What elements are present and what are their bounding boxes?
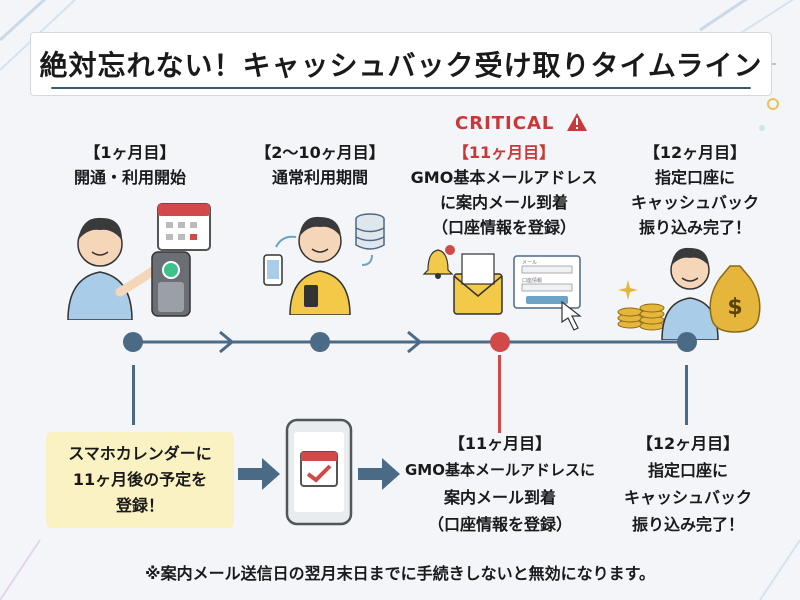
- timeline-node-4: [677, 332, 697, 352]
- person-icon: [661, 247, 719, 340]
- reminder-line-1: スマホカレンダーに: [68, 444, 212, 463]
- footnote: ※案内メール送信日の翌月末日までに手続きしないと無効になります。: [145, 564, 655, 583]
- stage-3-desc-3: （口座情報を登録）: [431, 218, 576, 237]
- bottom-step-12-desc-1: 指定口座に: [647, 461, 728, 480]
- person-router-illustration: [67, 203, 211, 320]
- router-icon: [151, 251, 191, 317]
- timeline-arrow-1: [219, 330, 235, 354]
- currency-symbol: $: [727, 295, 742, 320]
- critical-label: CRITICAL: [455, 113, 555, 134]
- calendar-check-icon: [300, 451, 338, 487]
- cursor-hand-icon: [561, 300, 582, 331]
- person-icon: [67, 217, 159, 320]
- flow-arrow-2: [358, 458, 400, 490]
- title-box: 絶対忘れない！キャッシュバック受け取りタイムライン: [30, 32, 772, 96]
- login-form-icon: メール 口座情報: [513, 255, 581, 309]
- stage-2: 【2〜10ヶ月目】 通常利用期間: [225, 140, 415, 190]
- calendar-reminder-box: スマホカレンダーに 11ヶ月後の予定を 登録！: [46, 432, 234, 528]
- bottom-step-12: 【12ヶ月目】 指定口座に キャッシュバック 振り込み完了！: [598, 430, 778, 538]
- bottom-step-11-desc-3: （口座情報を登録）: [427, 515, 572, 534]
- title-underline: [51, 87, 751, 89]
- reminder-line-2: 11ヶ月後の予定を: [72, 470, 208, 489]
- database-icon: [355, 213, 385, 250]
- reminder-line-3: 登録！: [115, 496, 164, 515]
- stage-3: 【11ヶ月目】 GMO基本メールアドレス に案内メール到着 （口座情報を登録）: [400, 140, 608, 240]
- bottom-step-12-desc-2: キャッシュバック: [623, 488, 752, 507]
- stage-3-desc-1: GMO基本メールアドレス: [410, 168, 598, 187]
- person-phone-illustration: [263, 213, 385, 315]
- stage-4-step: 【12ヶ月目】: [643, 143, 747, 162]
- coins-icon: [617, 303, 665, 331]
- stage-3-desc-2: に案内メール到着: [439, 193, 568, 212]
- warning-icon: [566, 113, 587, 131]
- form-label-mail: メール: [522, 260, 537, 266]
- bottom-step-11-title: 【11ヶ月目】: [448, 434, 552, 453]
- person-icon: [289, 216, 351, 315]
- mail-form-illustration: メール 口座情報: [422, 245, 582, 331]
- stage-4-desc-2: キャッシュバック: [630, 193, 759, 212]
- phone-calendar-illustration: [285, 418, 353, 526]
- calendar-icon: [157, 203, 211, 251]
- stage-1-desc: 開通・利用開始: [73, 168, 186, 187]
- connector-4: [685, 365, 688, 425]
- bottom-step-11: 【11ヶ月目】 GMO基本メールアドレスに 案内メール到着 （口座情報を登録）: [400, 430, 600, 538]
- timeline-arrow-2: [407, 330, 423, 354]
- sparkle-icon: [618, 280, 638, 300]
- stage-4: 【12ヶ月目】 指定口座に キャッシュバック 振り込み完了！: [605, 140, 785, 240]
- cashback-illustration: $: [617, 247, 761, 340]
- page-title: 絶対忘れない！キャッシュバック受け取りタイムライン: [39, 49, 763, 82]
- bottom-step-11-desc-2: 案内メール到着: [443, 488, 556, 507]
- timeline-node-3: [490, 332, 510, 352]
- envelope-icon: [453, 253, 503, 315]
- money-bag-icon: $: [709, 265, 761, 333]
- critical-tag: CRITICAL: [455, 112, 588, 134]
- connector-1: [132, 365, 135, 425]
- stage-1: 【1ヶ月目】 開通・利用開始: [40, 140, 220, 190]
- timeline-node-2: [310, 332, 330, 352]
- stage-2-desc: 通常利用期間: [271, 168, 368, 187]
- stage-4-desc-1: 指定口座に: [654, 168, 735, 187]
- bell-icon: [422, 245, 455, 279]
- stage-2-step: 【2〜10ヶ月目】: [255, 143, 385, 162]
- stage-4-desc-3: 振り込み完了！: [638, 218, 751, 237]
- flow-arrow-1: [238, 458, 280, 490]
- timeline-node-1: [123, 332, 143, 352]
- stage-1-step: 【1ヶ月目】: [84, 143, 176, 162]
- smartphone-icon: [263, 254, 283, 286]
- timeline: [130, 330, 690, 354]
- bottom-step-11-desc-1: GMO基本メールアドレスに: [405, 461, 595, 479]
- stage-3-step: 【11ヶ月目】: [452, 143, 556, 162]
- bottom-step-12-desc-3: 振り込み完了！: [631, 515, 744, 534]
- form-label-account: 口座情報: [522, 277, 542, 284]
- connector-3: [498, 355, 501, 433]
- bottom-step-12-title: 【12ヶ月目】: [636, 434, 740, 453]
